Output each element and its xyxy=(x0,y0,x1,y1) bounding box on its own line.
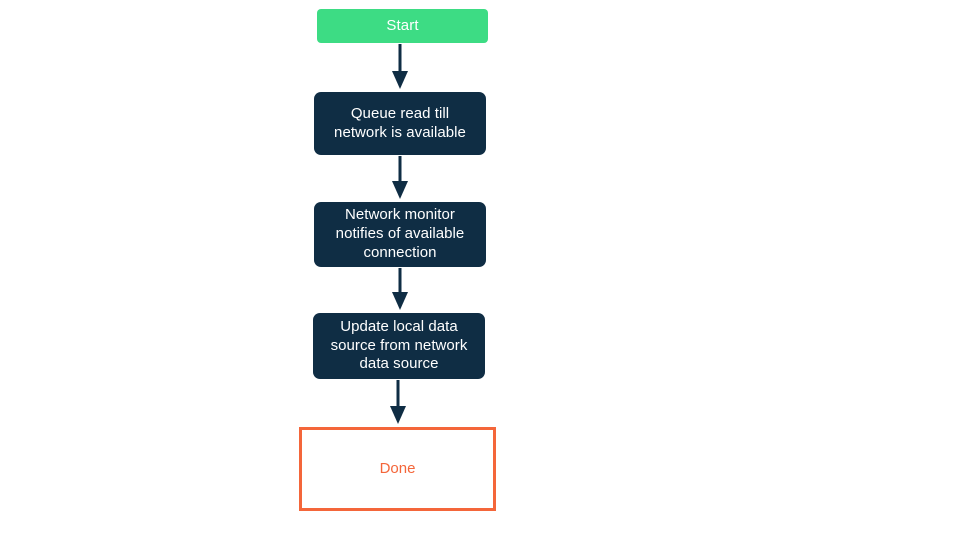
arrow-start-to-queue xyxy=(389,44,411,91)
node-update-local-data-source[interactable]: Update local data source from network da… xyxy=(313,313,485,379)
node-queue-read[interactable]: Queue read till network is available xyxy=(314,92,486,155)
arrow-queue-to-monitor xyxy=(389,156,411,201)
node-start[interactable]: Start xyxy=(317,9,488,43)
arrow-monitor-to-update xyxy=(389,268,411,312)
node-queue-read-label: Queue read till network is available xyxy=(334,104,466,141)
node-network-monitor[interactable]: Network monitor notifies of available co… xyxy=(314,202,486,267)
node-done-label: Done xyxy=(379,459,416,477)
node-start-label: Start xyxy=(386,16,419,34)
node-network-monitor-label: Network monitor notifies of available co… xyxy=(335,206,465,261)
arrow-update-to-done xyxy=(387,380,409,426)
node-done[interactable]: Done xyxy=(299,427,496,511)
node-update-local-data-source-label: Update local data source from network da… xyxy=(330,317,468,373)
